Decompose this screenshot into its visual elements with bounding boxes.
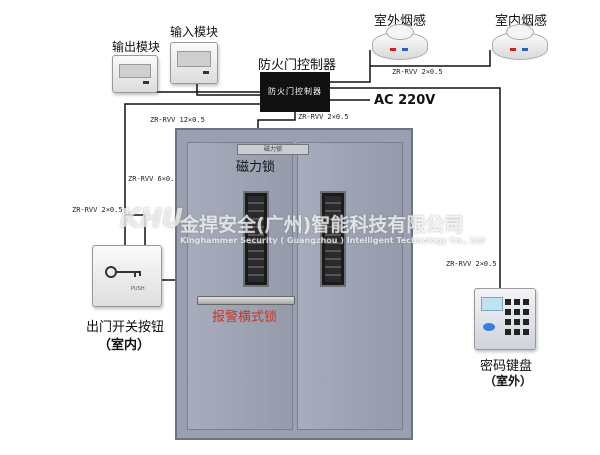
door-leaf-right	[297, 142, 403, 430]
wire-label-keypad: ZR-RVV 2×0.5	[446, 260, 497, 268]
door-leaf-left	[187, 142, 293, 430]
fire-door-controller: 防火门控制器	[260, 72, 330, 112]
keypad-location: （室外）	[484, 374, 533, 388]
wire-label-smoke-bus: ZR-RVV 2×0.5	[392, 68, 443, 76]
controller-panel-text: 防火门控制器	[268, 87, 322, 96]
wire-keypad	[330, 87, 501, 290]
keypad-label: 密码键盘	[480, 359, 533, 374]
magnetic-lock-plate-text: 磁力锁	[263, 146, 282, 153]
input-module-label: 输入模块	[170, 25, 219, 39]
input-module-face	[177, 51, 211, 67]
keypad-keys	[505, 299, 529, 335]
exit-button-label: 出门开关按钮	[86, 320, 165, 335]
indoor-smoke-label: 室内烟感	[495, 14, 548, 29]
output-module-label: 输出模块	[112, 40, 161, 54]
output-module	[112, 55, 158, 93]
wire-label-output: ZR-RVV 12×0.5	[150, 116, 205, 124]
magnetic-lock-plate: 磁力锁	[237, 144, 309, 155]
exit-button-device[interactable]: PUSH	[92, 245, 162, 307]
alarm-bar-lock-label: 报警横式锁	[212, 310, 278, 325]
outdoor-smoke-detector	[372, 24, 428, 60]
wire-outdoor-smoke	[330, 50, 371, 83]
input-module-led	[203, 71, 209, 74]
exit-button-push-text: PUSH	[131, 286, 145, 292]
wire-label-button: ZR-RVV 2×0.5	[72, 206, 123, 214]
alarm-bar-lock	[197, 296, 295, 305]
indoor-smoke-detector	[492, 24, 548, 60]
keypad-logo-icon	[483, 323, 495, 331]
outdoor-smoke-label: 室外烟感	[374, 14, 427, 29]
wire-label-lock: ZR-RVV 2×0.5	[298, 113, 349, 121]
output-module-face	[119, 64, 151, 78]
key-icon	[105, 264, 145, 278]
fire-door: 磁力锁	[175, 128, 413, 440]
keypad-display	[481, 297, 503, 311]
password-keypad[interactable]	[474, 288, 536, 350]
controller-title: 防火门控制器	[258, 58, 337, 73]
wire-exit-button	[125, 214, 146, 245]
wire-label-bar-lock: ZR-RVV 6×0.5	[128, 175, 179, 183]
exit-button-location: （室内）	[98, 338, 151, 353]
watermark-company-en: Kinghammer Security ( Guangzhou ) Intell…	[180, 236, 485, 245]
wire-input-module	[196, 82, 260, 96]
input-module	[170, 42, 218, 84]
wire-indoor-smoke	[370, 50, 491, 67]
door-window-right	[320, 191, 346, 287]
ac-power-label: AC 220V	[374, 93, 436, 108]
door-window-left	[243, 191, 269, 287]
output-module-led	[143, 81, 149, 84]
watermark-logo: KHU	[120, 204, 184, 234]
watermark-company-cn: 金捍安全(广州)智能科技有限公司	[180, 214, 464, 236]
magnetic-lock-label: 磁力锁	[236, 160, 276, 175]
